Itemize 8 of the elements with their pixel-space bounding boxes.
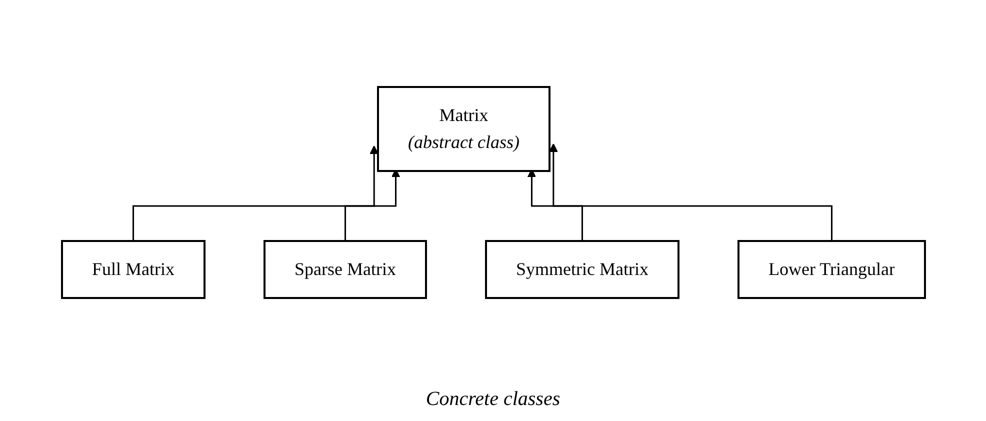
node-box: Matrix (abstract class)	[376, 86, 550, 172]
node-box: Sparse Matrix	[263, 240, 427, 298]
node-box: Symmetric Matrix	[484, 240, 679, 298]
caption: Concrete classes	[426, 388, 560, 411]
arrow	[132, 144, 378, 242]
node-box: Lower Triangular	[737, 240, 926, 298]
node-box: Full Matrix	[60, 240, 206, 298]
arrow	[548, 142, 832, 242]
